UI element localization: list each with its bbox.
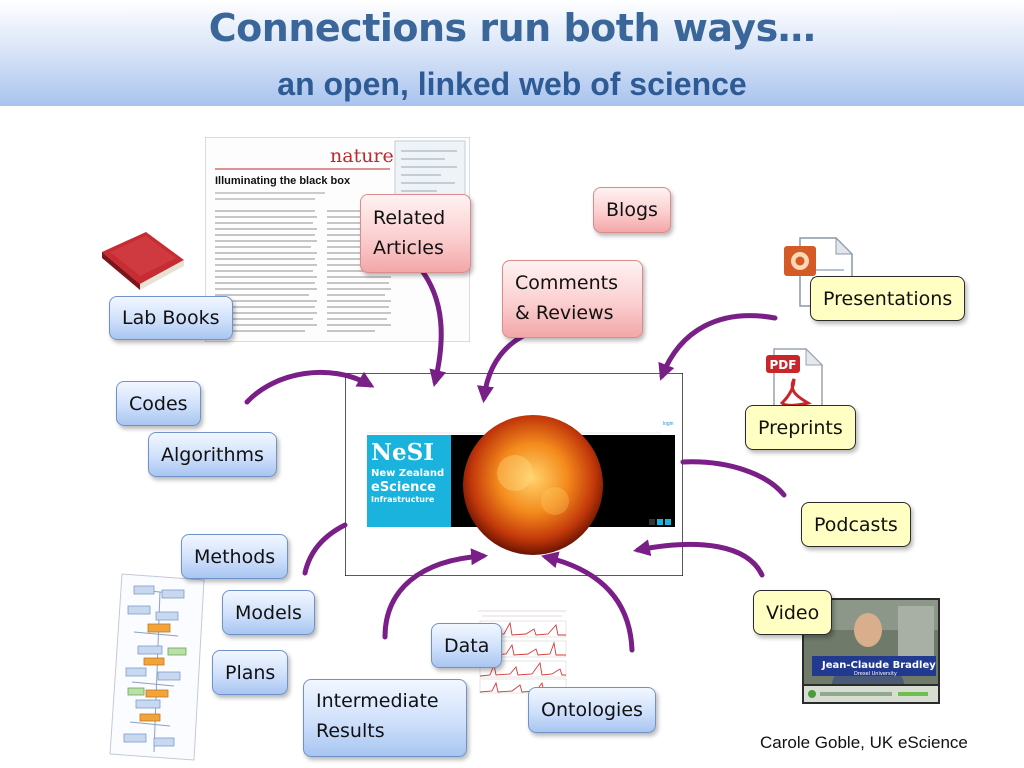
arrow-video <box>632 539 765 578</box>
nesi-line-2: eScience <box>371 480 436 495</box>
video-caption-name: Jean-Claude Bradley <box>821 660 936 671</box>
nesi-logo: NeSI <box>371 439 434 466</box>
algorithms-label: Algorithms <box>148 432 277 477</box>
workflow-diagram-image <box>109 573 205 761</box>
podcasts-label: Podcasts <box>801 502 911 547</box>
title-banner <box>0 0 1024 106</box>
methods-label: Methods <box>181 534 289 579</box>
nesi-line-3: Infrastructure <box>371 495 435 504</box>
arrow-codes <box>244 369 375 405</box>
arrow-ontologies <box>541 551 635 653</box>
arrow-presentations <box>658 313 778 381</box>
video-caption-affiliation: Drexel University <box>854 671 897 677</box>
preprints-label: Preprints <box>745 405 856 450</box>
lab-book-icon <box>102 232 184 290</box>
presentations-label: Presentations <box>810 276 966 321</box>
related-articles-label: Related Articles <box>360 194 471 273</box>
slide-title: Connections run both ways… <box>208 6 816 50</box>
login-link[interactable]: login <box>663 421 674 427</box>
data-label: Data <box>431 623 503 668</box>
arrow-comments <box>476 327 541 404</box>
pdf-label: PDF <box>770 358 797 372</box>
nature-logo: nature <box>330 145 394 167</box>
models-label: Models <box>222 590 315 635</box>
article-headline: Illuminating the black box <box>215 175 351 187</box>
nesi-website-screenshot: login NeSI New Zealand eScience Infrastr… <box>345 373 683 576</box>
video-label: Video <box>753 590 833 635</box>
codes-label: Codes <box>116 381 201 426</box>
arrow-related-articles <box>417 265 447 387</box>
blogs-label: Blogs <box>593 187 671 233</box>
link-preprints <box>680 459 787 498</box>
nesi-line-1: New Zealand <box>371 468 444 479</box>
credit-line: Carole Goble, UK eScience <box>760 733 968 752</box>
lab-books-label: Lab Books <box>109 296 233 340</box>
intermediate-results-label: Intermediate Results <box>303 679 467 757</box>
slide-subtitle: an open, linked web of science <box>277 66 747 102</box>
comments-reviews-label: Comments & Reviews <box>502 260 643 338</box>
plans-label: Plans <box>212 650 289 695</box>
arrow-intermediate-results <box>382 548 489 640</box>
link-methods <box>302 522 348 576</box>
video-play-icon[interactable] <box>808 690 816 698</box>
ontologies-label: Ontologies <box>528 687 656 733</box>
